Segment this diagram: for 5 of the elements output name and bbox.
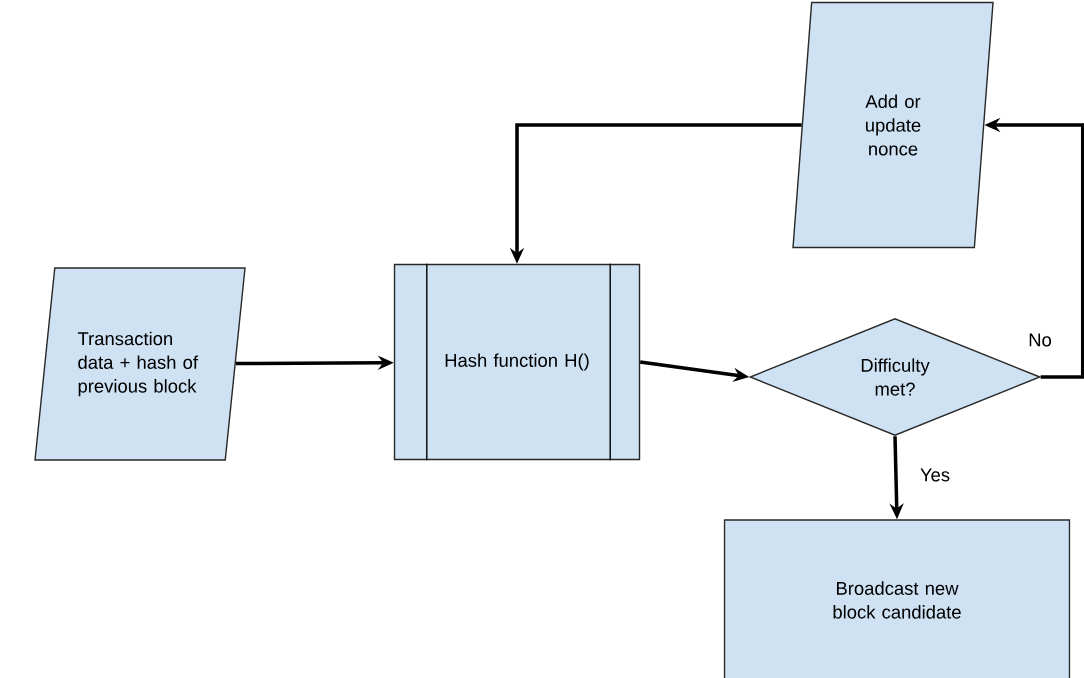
data-parallelogram: Add or update nonce (792, 1, 994, 249)
process-box: Broadcast new block candidate (723, 519, 1071, 678)
edge-label: Yes (918, 466, 952, 484)
process-box: Hash function H() (393, 263, 641, 461)
data-parallelogram: Transaction data + hash of previous block (34, 267, 246, 461)
